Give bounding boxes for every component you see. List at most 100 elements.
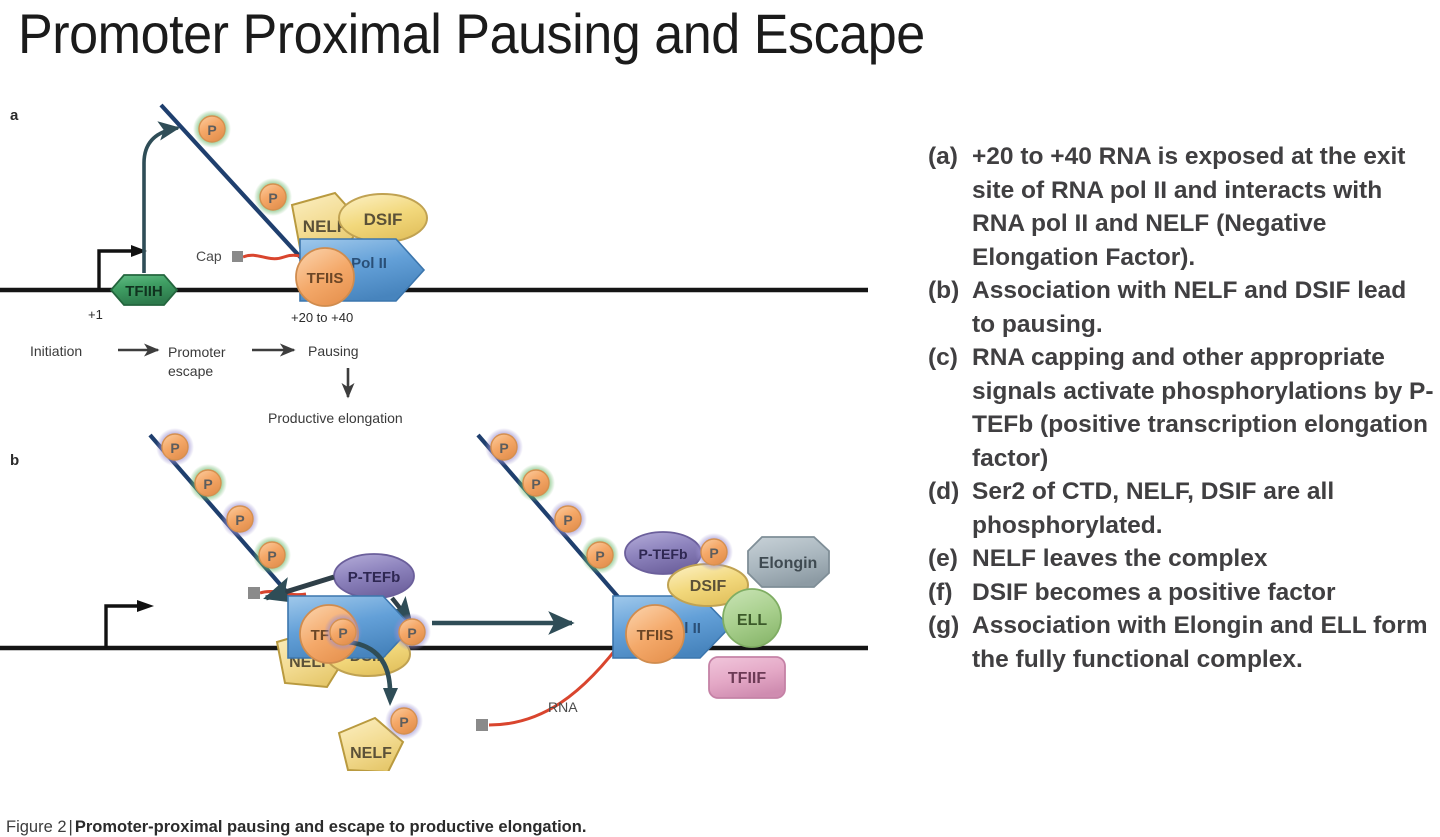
phosphate-circle: P xyxy=(193,110,231,148)
list-item-marker: (b) xyxy=(928,277,960,304)
svg-text:ELL: ELL xyxy=(737,612,767,629)
panel-label-a: a xyxy=(10,107,19,124)
page-title: Promoter Proximal Pausing and Escape xyxy=(18,2,925,65)
factor-nelf-released: NELF xyxy=(337,716,405,771)
svg-text:TFIIS: TFIIS xyxy=(307,270,344,287)
phosphate-circle: P xyxy=(324,613,362,651)
svg-text:TFIIF: TFIIF xyxy=(728,670,766,687)
list-item: (c) RNA capping and other appropriate si… xyxy=(928,341,1436,475)
flow-step-promoter-escape-line1: Promoter xyxy=(168,344,226,360)
svg-text:P: P xyxy=(207,122,216,138)
rna-label: RNA xyxy=(548,699,578,715)
cap-square-icon xyxy=(232,251,243,262)
phosphate-circle: P xyxy=(393,613,431,651)
phosphate-circle: P xyxy=(517,464,555,502)
flow-step-initiation: Initiation xyxy=(30,343,83,359)
svg-text:TFIIH: TFIIH xyxy=(125,283,163,300)
list-item-text: Association with Elongin and ELL form th… xyxy=(972,612,1428,673)
svg-text:TFIIS: TFIIS xyxy=(637,627,674,644)
factor-ptefb-panel-b-right: P-TEFb xyxy=(624,531,702,575)
svg-text:NELF: NELF xyxy=(350,745,392,762)
svg-text:Elongin: Elongin xyxy=(759,555,818,572)
list-item: (b) Association with NELF and DSIF lead … xyxy=(928,274,1436,341)
panel-label-b: b xyxy=(10,452,20,469)
svg-text:DSIF: DSIF xyxy=(364,210,403,229)
list-item-marker: (g) xyxy=(928,612,960,639)
svg-text:P: P xyxy=(268,190,277,206)
pause-site-label: +20 to +40 xyxy=(291,310,354,325)
list-item: (d) Ser2 of CTD, NELF, DSIF are all phos… xyxy=(928,475,1436,542)
flow-step-pausing: Pausing xyxy=(308,343,359,359)
list-item-marker: (c) xyxy=(928,344,958,371)
figure-diagram: NELF DSIF Pol II TFIIS TFIIH xyxy=(0,85,880,836)
svg-text:P: P xyxy=(563,512,572,528)
list-item-text: NELF leaves the complex xyxy=(972,545,1268,572)
phosphate-circle: P xyxy=(253,536,291,574)
svg-text:P: P xyxy=(531,476,540,492)
flow-arrows xyxy=(118,343,355,399)
list-item: (e) NELF leaves the complex xyxy=(928,542,1436,576)
factor-tfiis-panel-a: TFIIS xyxy=(295,247,355,307)
svg-text:DSIF: DSIF xyxy=(690,578,727,595)
svg-text:P-TEFb: P-TEFb xyxy=(639,546,688,562)
tss-site-label: +1 xyxy=(88,307,103,322)
phosphate-circle: P xyxy=(156,428,194,466)
caption-text: Promoter-proximal pausing and escape to … xyxy=(74,818,587,836)
phosphate-circle: P xyxy=(581,536,619,574)
list-item-text: RNA capping and other appropriate signal… xyxy=(972,344,1434,472)
list-item-text: +20 to +40 RNA is exposed at the exit si… xyxy=(972,143,1406,271)
phosphate-circle: P xyxy=(549,500,587,538)
figure-caption: Figure 2|Promoter-proximal pausing and e… xyxy=(6,818,586,837)
phosphate-circle: P xyxy=(485,428,523,466)
svg-text:P: P xyxy=(338,625,347,641)
phosphate-circle: P xyxy=(189,464,227,502)
phosphate-circle: P xyxy=(385,702,423,740)
svg-text:P: P xyxy=(399,714,408,730)
tfiih-phosphorylation-arrow xyxy=(142,121,181,273)
svg-text:P: P xyxy=(709,545,718,561)
factor-dsif-panel-a: DSIF xyxy=(338,193,428,243)
list-item-marker: (e) xyxy=(928,545,958,572)
list-item-marker: (a) xyxy=(928,143,958,170)
svg-text:NELF: NELF xyxy=(303,217,347,236)
phosphate-group-panel-b-left: P P P P xyxy=(156,428,431,651)
phosphate-group-panel-b-right: P P P P xyxy=(485,428,733,574)
svg-text:P: P xyxy=(235,512,244,528)
svg-text:P-TEFb: P-TEFb xyxy=(348,569,401,586)
list-item: (g) Association with Elongin and ELL for… xyxy=(928,609,1436,676)
svg-text:P: P xyxy=(170,440,179,456)
svg-text:P: P xyxy=(203,476,212,492)
list-item-text: DSIF becomes a positive factor xyxy=(972,578,1336,606)
tss-arrow-panel-b xyxy=(104,600,154,648)
factor-tfiif: TFIIF xyxy=(708,656,786,699)
factor-tfiih-panel-a: TFIIH xyxy=(109,274,179,306)
figure-svg: NELF DSIF Pol II TFIIS TFIIH xyxy=(0,103,868,771)
ctd-tail-panel-a xyxy=(159,103,305,262)
phosphate-group-panel-a: P P xyxy=(193,110,292,216)
tss-arrow-panel-a xyxy=(97,245,147,290)
cap-square-icon xyxy=(476,719,488,731)
cap-label: Cap xyxy=(196,248,222,264)
phosphate-circle: P xyxy=(695,533,733,571)
caption-divider: | xyxy=(68,818,73,836)
caption-number: Figure 2 xyxy=(6,818,67,836)
svg-text:P: P xyxy=(407,625,416,641)
cap-square-icon xyxy=(248,587,260,599)
rna-strand-panel-b-right xyxy=(476,632,630,731)
flow-step-promoter-escape: Promoter escape xyxy=(168,343,226,381)
svg-text:Pol II: Pol II xyxy=(351,255,387,272)
notes-list: (a) +20 to +40 RNA is exposed at the exi… xyxy=(928,140,1436,676)
list-item-marker: (f) xyxy=(928,578,953,606)
svg-text:P: P xyxy=(595,548,604,564)
list-item: (f) DSIF becomes a positive factor xyxy=(928,576,1436,610)
svg-text:P: P xyxy=(267,548,276,564)
svg-text:P: P xyxy=(499,440,508,456)
factor-ptefb-panel-b-left: P-TEFb xyxy=(333,553,415,599)
factor-ell: ELL xyxy=(722,588,782,648)
phosphate-circle: P xyxy=(254,178,292,216)
factor-tfiis-panel-b-right: TFIIS xyxy=(625,604,685,664)
list-item-marker: (d) xyxy=(928,478,960,505)
flow-step-productive-elongation: Productive elongation xyxy=(268,410,403,426)
flow-step-promoter-escape-line2: escape xyxy=(168,363,214,379)
